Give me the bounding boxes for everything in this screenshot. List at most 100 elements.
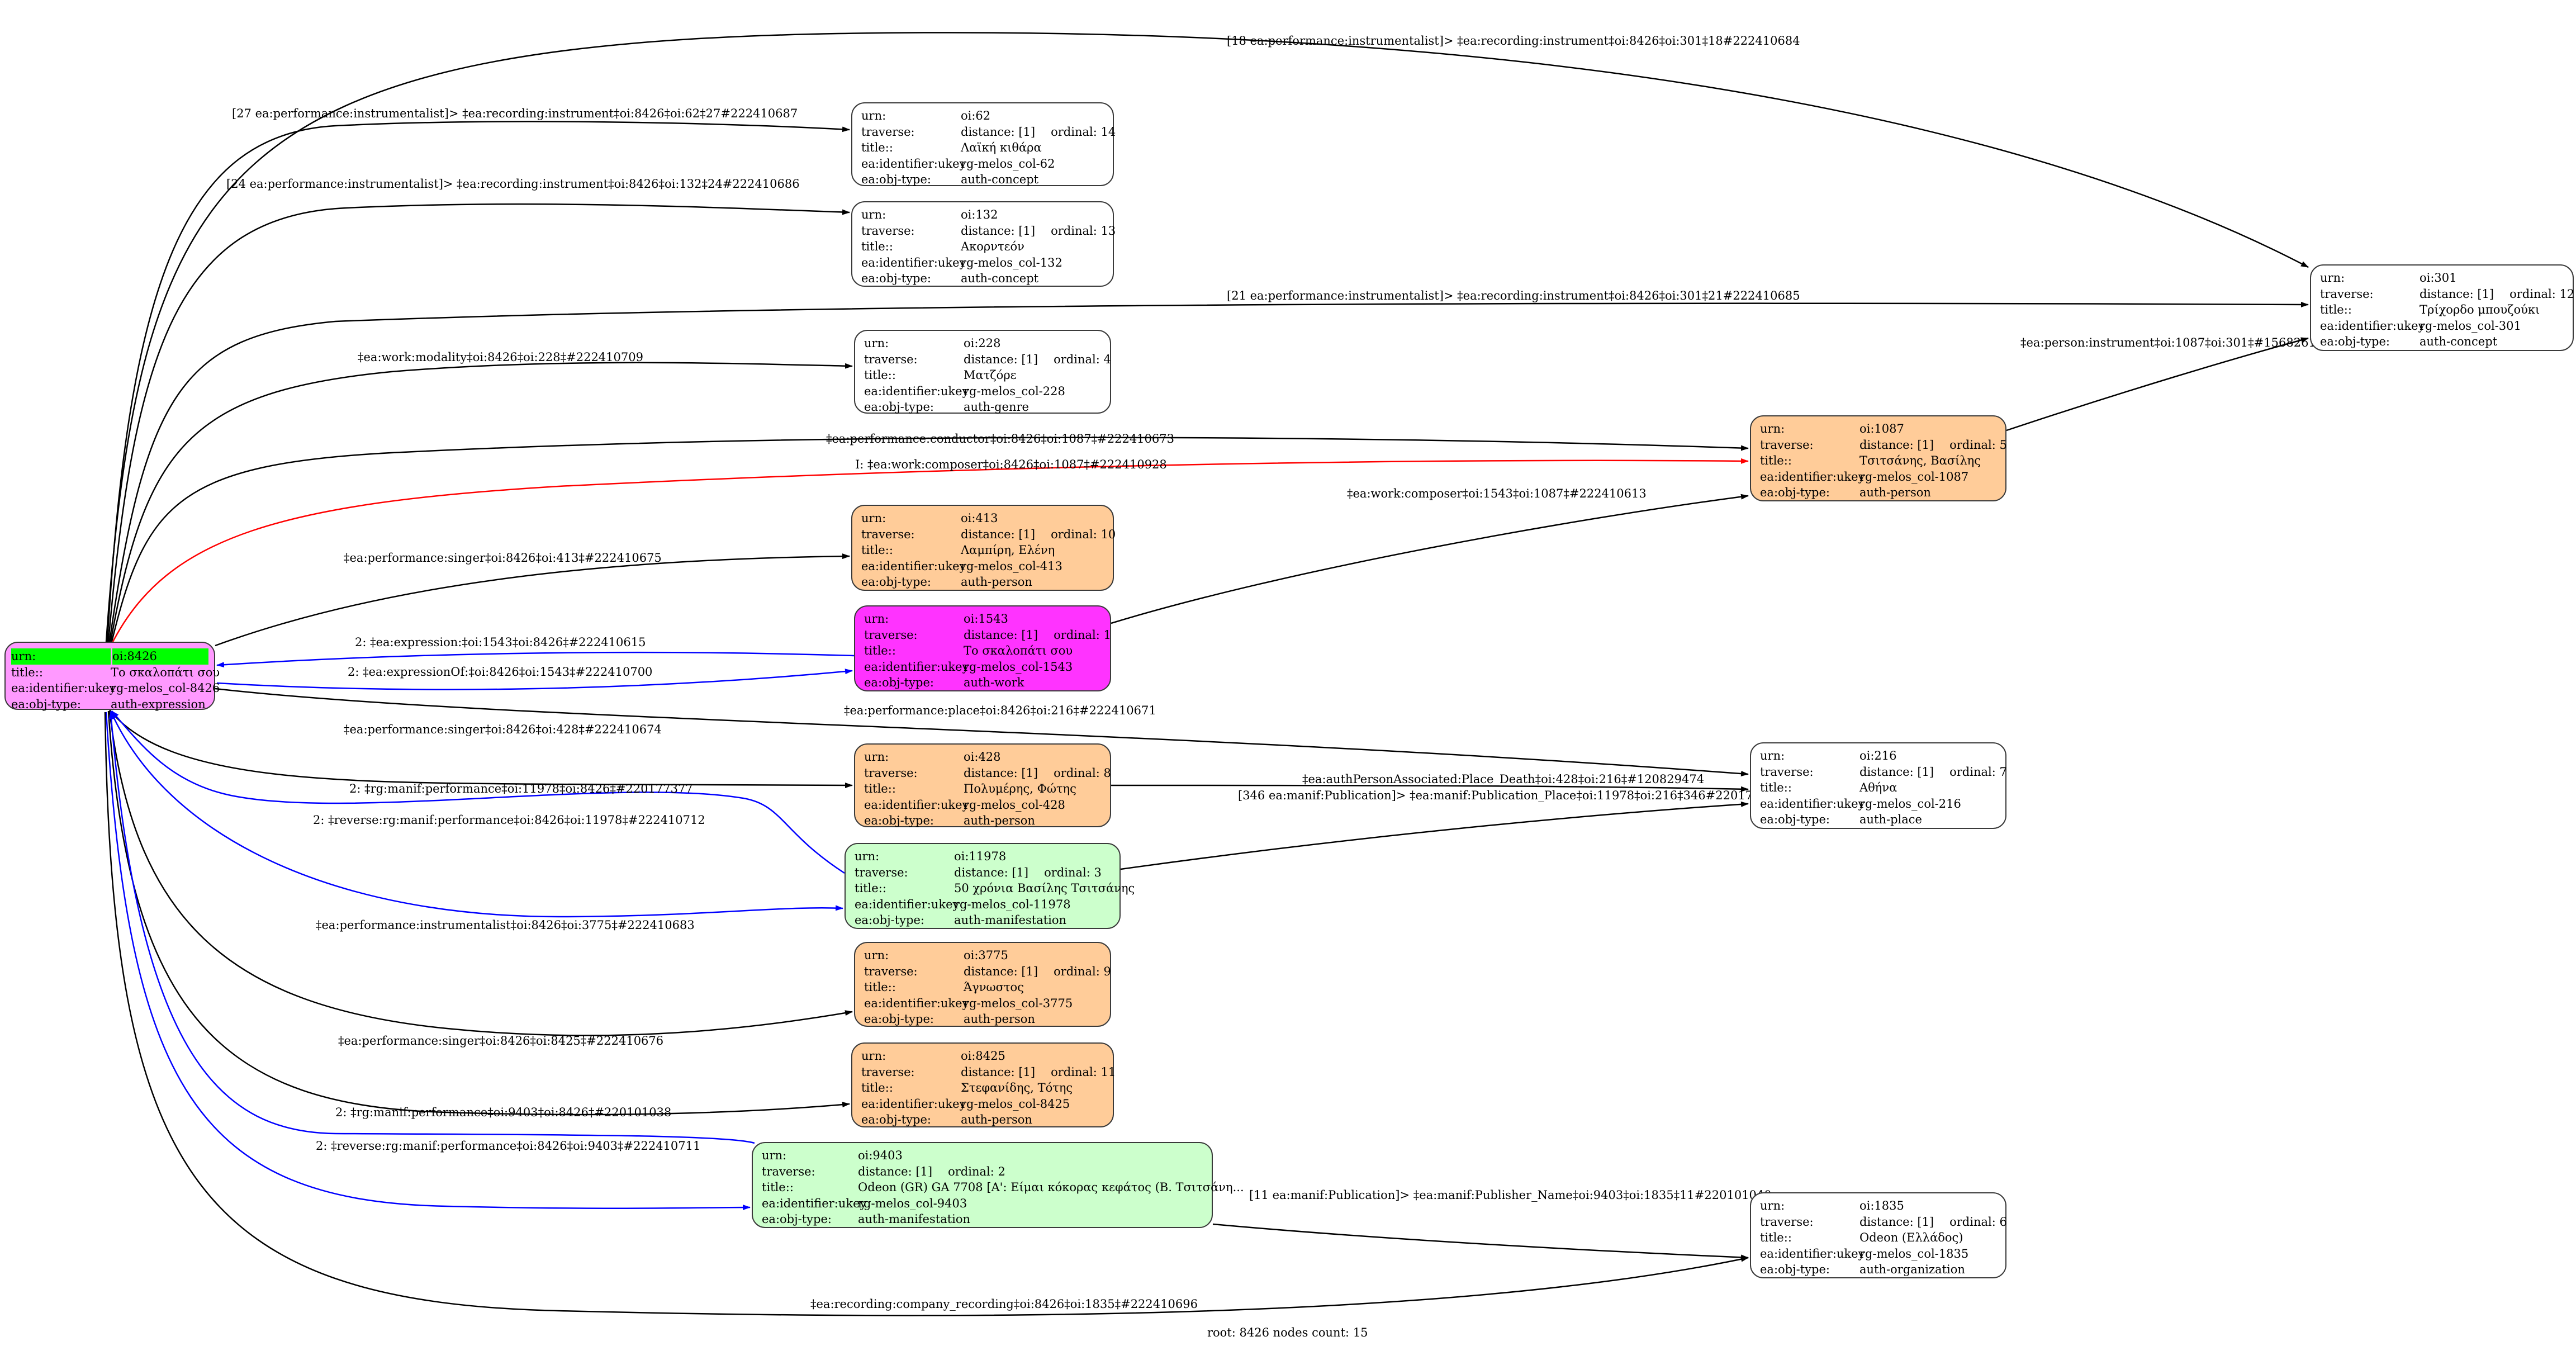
node-title: Αθήνα bbox=[1859, 781, 1897, 794]
row-key: urn: bbox=[11, 648, 111, 665]
node-ordinal: ordinal: 11 bbox=[1051, 1065, 1116, 1079]
edge-oi-8426-to-oi-9403 bbox=[105, 712, 751, 1211]
node-ukey: rg-melos_col-228 bbox=[964, 384, 1065, 398]
row-value: rg-melos_col-1087 bbox=[1859, 469, 1998, 485]
edge-oi-8426-to-oi-62 bbox=[106, 121, 850, 642]
row-urn: urn:oi:3775 bbox=[864, 947, 1102, 964]
row-objtype: ea:obj-type:auth-person bbox=[861, 574, 1105, 590]
row-key: urn: bbox=[864, 949, 889, 962]
row-traverse: traverse:distance: [1]ordinal: 6 bbox=[1760, 1214, 2007, 1230]
edge-oi-8426-to-oi-132 bbox=[107, 203, 850, 642]
row-key: title:: bbox=[1760, 454, 1792, 467]
node-distance: distance: [1] bbox=[858, 1164, 933, 1178]
row-value: distance: [1]ordinal: 6 bbox=[1859, 1214, 2007, 1230]
edge-oi-1543-to-oi-8426 bbox=[216, 651, 855, 668]
node-objtype: auth-place bbox=[1859, 813, 1922, 826]
node-ordinal: ordinal: 1 bbox=[1054, 628, 1111, 642]
row-title: title::Αθήνα bbox=[1760, 780, 1998, 796]
row-value: rg-melos_col-62 bbox=[961, 156, 1105, 172]
row-key: ea:obj-type: bbox=[855, 913, 924, 927]
edge-oi-8426-to-oi-228 bbox=[110, 362, 853, 642]
row-objtype: ea:obj-type:auth-person bbox=[861, 1112, 1105, 1128]
node-ukey: rg-melos_col-62 bbox=[961, 157, 1055, 170]
row-traverse: traverse:distance: [1]ordinal: 12 bbox=[2320, 286, 2574, 302]
row-value: auth-organization bbox=[1859, 1262, 1998, 1278]
row-value: Odeon (Ελλάδος) bbox=[1859, 1230, 1998, 1246]
row-key: traverse: bbox=[864, 352, 918, 366]
row-title: title::Στεφανίδης, Τότης bbox=[861, 1080, 1105, 1096]
row-key: ea:identifier:ukey bbox=[861, 157, 966, 170]
row-value: oi:216 bbox=[1859, 748, 1998, 764]
row-objtype: ea:obj-type:auth-concept bbox=[2320, 334, 2565, 350]
row-value: Πολυμέρης, Φώτης bbox=[964, 781, 1102, 797]
row-objtype: ea:obj-type:auth-concept bbox=[861, 172, 1105, 188]
node-urn: oi:216 bbox=[1859, 749, 1897, 762]
row-traverse: traverse:distance: [1]ordinal: 13 bbox=[861, 223, 1116, 239]
row-key: ea:identifier:ukey bbox=[1760, 1247, 1865, 1260]
row-value: auth-person bbox=[961, 1112, 1105, 1128]
node-ukey: rg-melos_col-1543 bbox=[964, 660, 1073, 674]
node-distance: distance: [1] bbox=[964, 766, 1038, 780]
row-key: urn: bbox=[1760, 422, 1785, 435]
node-distance: distance: [1] bbox=[1859, 1215, 1934, 1229]
edge-label: ‡ea:work:modality‡oi:8426‡oi:228‡#222410… bbox=[358, 350, 643, 364]
edge-label: ‡ea:work:composer‡oi:1543‡oi:1087‡#22241… bbox=[1347, 487, 1647, 500]
row-value: oi:11978 bbox=[954, 849, 1112, 865]
edge-oi-8426-to-oi-1543 bbox=[216, 669, 853, 690]
edge-label: [11 ea:manif:Publication]> ‡ea:manif:Pub… bbox=[1249, 1188, 1772, 1202]
row-key: title:: bbox=[861, 1081, 893, 1094]
node-ordinal: ordinal: 10 bbox=[1051, 527, 1116, 541]
node-title: Τρίχορδο μπουζούκι bbox=[2420, 303, 2540, 316]
row-title: title::Ακορντεόν bbox=[861, 239, 1105, 255]
row-value: auth-manifestation bbox=[954, 912, 1112, 928]
row-value: auth-concept bbox=[961, 271, 1105, 287]
row-value: oi:301 bbox=[2420, 270, 2565, 286]
node-urn: oi:413 bbox=[961, 511, 998, 525]
row-key: urn: bbox=[864, 612, 889, 625]
node-ukey: rg-melos_col-1835 bbox=[1859, 1247, 1969, 1260]
node-urn: oi:9403 bbox=[858, 1149, 903, 1162]
edge-label: 2: ‡rg:manif:performance‡oi:11978‡oi:842… bbox=[349, 782, 693, 795]
node-title: Τσιτσάνης, Βασίλης bbox=[1859, 454, 1981, 467]
node-ukey: rg-melos_col-132 bbox=[961, 255, 1062, 269]
row-traverse: traverse: distance: [1]ordinal: 10 bbox=[861, 527, 1116, 543]
row-objtype: ea:obj-type:auth-person bbox=[864, 813, 1102, 829]
row-value: distance: [1]ordinal: 13 bbox=[961, 223, 1116, 239]
row-title: title::Λαϊκή κιθάρα bbox=[861, 140, 1105, 156]
row-key: title:: bbox=[2320, 303, 2352, 316]
node-ordinal: ordinal: 8 bbox=[1054, 766, 1111, 780]
row-key: urn: bbox=[864, 336, 889, 350]
row-value: distance: [1]ordinal: 10 bbox=[961, 527, 1116, 543]
row-value: auth-person bbox=[964, 1011, 1102, 1027]
row-key: ea:identifier:ukey bbox=[1760, 470, 1865, 484]
row-value: rg-melos_col-216 bbox=[1859, 796, 1998, 812]
edge-label: 2: ‡ea:expression:‡oi:1543‡oi:8426‡#2224… bbox=[355, 636, 646, 649]
node-title: Odeon (Ελλάδος) bbox=[1859, 1231, 1963, 1244]
edge-label: ‡ea:performance:instrumentalist‡oi:8426‡… bbox=[316, 918, 695, 932]
row-key: traverse: bbox=[861, 527, 915, 541]
edge-oi-8426-to-oi-1087 bbox=[111, 437, 1749, 642]
row-value: Στεφανίδης, Τότης bbox=[961, 1080, 1105, 1096]
node-ordinal: ordinal: 4 bbox=[1054, 352, 1111, 366]
node-ukey: rg-melos_col-216 bbox=[1859, 797, 1961, 811]
